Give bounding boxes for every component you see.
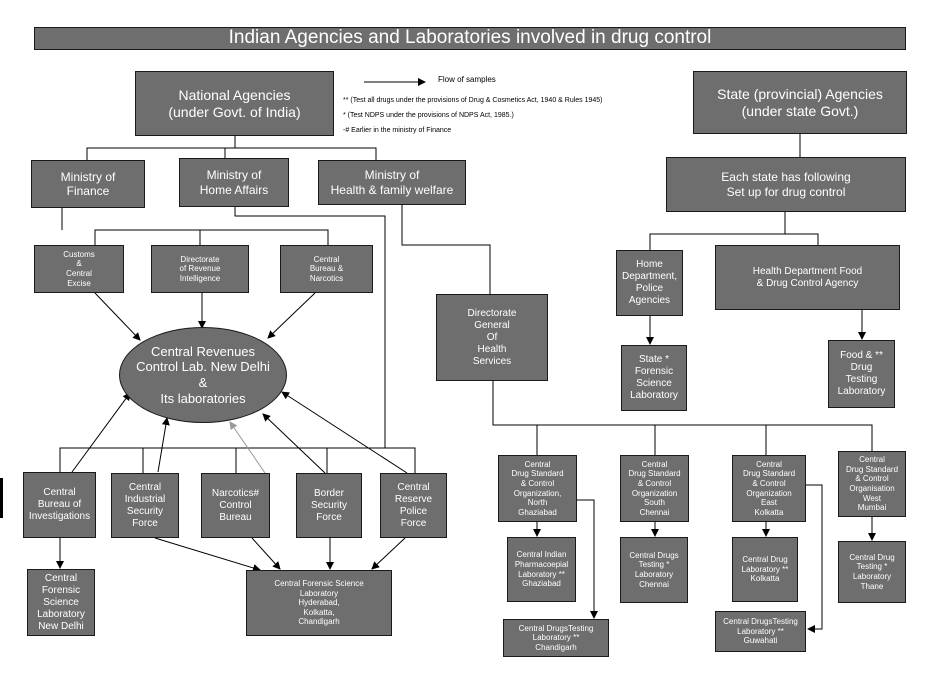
legend-flow-label: Flow of samples bbox=[438, 75, 496, 84]
arrow-crpf-crcl bbox=[281, 391, 408, 474]
dri-box: Directorate of Revenue Intelligence bbox=[151, 245, 249, 293]
national-agencies-box: National Agencies (under Govt. of India) bbox=[135, 71, 334, 136]
arrow-cbi-crcl bbox=[71, 392, 131, 473]
cfsl-others-box: Central Forensic Science Laboratory Hyde… bbox=[246, 570, 392, 636]
state-agencies-box: State (provincial) Agencies (under state… bbox=[693, 71, 907, 134]
cdtl-chandigarh-box: Central DrugsTesting Laboratory ** Chand… bbox=[503, 619, 609, 657]
arrow-cbn-crcl bbox=[267, 292, 316, 339]
cisf-box: Central Industrial Security Force bbox=[111, 473, 179, 538]
cdtl-guwahati-box: Central DrugsTesting Laboratory ** Guwah… bbox=[715, 611, 806, 652]
arrow-cisf-cfsl bbox=[154, 537, 261, 572]
arrow-ncb-crcl bbox=[229, 421, 266, 474]
health-department-box: Health Department Food & Drug Control Ag… bbox=[715, 245, 900, 310]
arrow-ncb-cfsl bbox=[251, 537, 281, 570]
home-department-box: Home Department, Police Agencies bbox=[616, 250, 683, 316]
ministry-home-box: Ministry of Home Affairs bbox=[179, 158, 289, 207]
state-fsl-box: State * Forensic Science Laboratory bbox=[621, 345, 687, 411]
connector-health-dghs bbox=[401, 205, 491, 294]
cbi-box: Central Bureau of Investigations bbox=[23, 472, 96, 538]
cdtl-thane-box: Central Drug Testing * Laboratory Thane bbox=[838, 541, 906, 603]
cdl-kolkatta-box: Central Drug Laboratory ** Kolkatta bbox=[732, 537, 798, 602]
arrow-north-chandigarh bbox=[577, 499, 598, 619]
state-setup-box: Each state has following Set up for drug… bbox=[666, 157, 906, 212]
crcl-ellipse: Central Revenues Control Lab. New Delhi … bbox=[119, 327, 287, 423]
ncb-box: Narcotics# Control Bureau bbox=[201, 473, 270, 538]
arrow-east-guwahati bbox=[806, 484, 823, 633]
arrow-crpf-cfsl bbox=[371, 537, 406, 570]
legend-note-finance: -# Earlier in the ministry of Finance bbox=[343, 127, 452, 134]
legend-note-drugs: ** (Test all drugs under the provisions … bbox=[343, 97, 603, 104]
bsf-box: Border Security Force bbox=[296, 473, 362, 538]
arrow-customs-crcl bbox=[94, 292, 141, 341]
connector-dghs-cdsco bbox=[492, 381, 873, 451]
ministry-finance-box: Ministry of Finance bbox=[31, 160, 145, 208]
arrow-cisf-crcl bbox=[157, 417, 170, 473]
ministry-health-box: Ministry of Health & family welfare bbox=[318, 160, 466, 205]
cdsco-east-box: Central Drug Standard & Control Organiza… bbox=[732, 455, 806, 522]
cbn-box: Central Bureau & Narcotics bbox=[280, 245, 373, 293]
arrow-bsf-crcl bbox=[262, 413, 326, 474]
cfsl-delhi-box: Central Forensic Science Laboratory New … bbox=[27, 569, 95, 636]
edge-marker bbox=[0, 478, 3, 518]
crpf-box: Central Reserve Police Force bbox=[380, 473, 447, 538]
cdsco-west-box: Central Drug Standard & Control Organisa… bbox=[838, 451, 906, 517]
cdtl-chennai-box: Central Drugs Testing * Laboratory Chenn… bbox=[620, 537, 688, 603]
food-drug-lab-box: Food & ** Drug Testing Laboratory bbox=[828, 340, 895, 408]
legend-note-ndps: * (Test NDPS under the provisions of NDP… bbox=[343, 112, 514, 119]
cdsco-south-box: Central Drug Standard & Control Organiza… bbox=[620, 455, 689, 522]
diagram-title: Indian Agencies and Laboratories involve… bbox=[34, 27, 906, 50]
cdsco-north-box: Central Drug Standard & Control Organiza… bbox=[498, 455, 577, 522]
cipl-ghaziabad-box: Central Indian Pharmacoepial Laboratory … bbox=[507, 537, 576, 602]
customs-excise-box: Customs & Central Excise bbox=[34, 245, 124, 293]
connector-home bbox=[234, 207, 386, 448]
dghs-box: Directorate General Of Health Services bbox=[436, 294, 548, 381]
